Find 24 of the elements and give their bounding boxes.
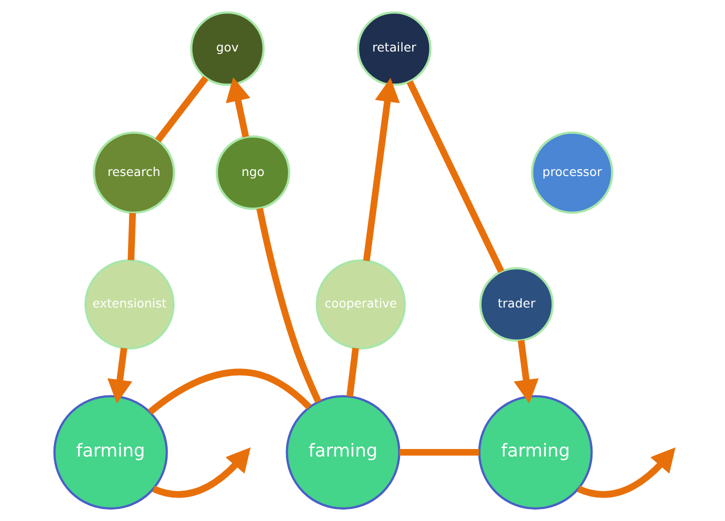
arrow: [576, 447, 675, 498]
node-circle: ngo: [215, 135, 290, 210]
arrow: [152, 447, 250, 498]
connector: [127, 212, 136, 260]
node-circle: cooperative: [315, 259, 406, 350]
node-circle: trader: [478, 267, 554, 342]
connector: [398, 449, 479, 456]
node-circle: farming: [285, 395, 400, 510]
node-circle: retailer: [356, 11, 431, 86]
arrow: [362, 78, 400, 262]
node-circle: gov: [190, 11, 264, 86]
node-circle: extensionist: [84, 259, 174, 350]
connector: [406, 80, 504, 273]
node-circle: processor: [530, 131, 613, 214]
connector: [346, 348, 358, 397]
arrow: [513, 340, 538, 404]
node-circle: research: [92, 131, 175, 214]
connector: [154, 76, 208, 142]
connector: [147, 368, 312, 415]
arrow: [106, 348, 132, 404]
node-circle: farming: [478, 395, 592, 510]
node-circle: farming: [52, 395, 168, 510]
arrow: [225, 77, 250, 138]
connector: [256, 208, 321, 404]
